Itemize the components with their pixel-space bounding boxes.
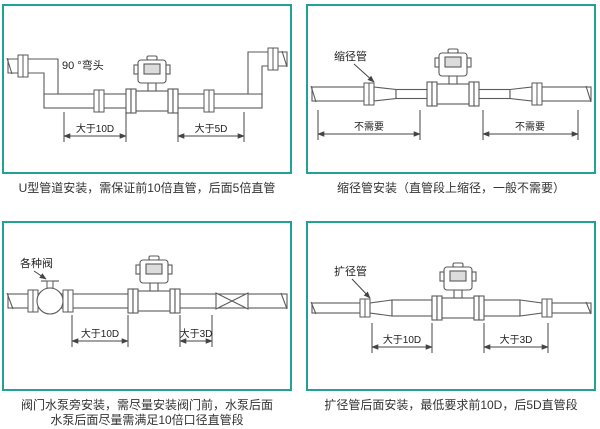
reducer-label: 缩径管 [334,49,367,63]
flange [536,82,543,106]
caption-valve: 阀门水泵旁安装，需尽量安装阀门前，水泵后面 水泵后面尽量需满足10倍口径直管段 [2,398,292,428]
flange [17,54,24,78]
expander-cone-right [519,299,543,317]
flange [364,298,371,318]
caption-reducer: 缩径管安装（直管段上缩径，一般不需要） [336,181,565,195]
quadrant-reducer: 缩径管 不需要 不需要 缩径管安装（直管段上缩径，一般不需要） [306,4,596,196]
flange [359,298,366,318]
pipe-break-right [585,85,592,103]
flange [368,82,375,106]
dim-upstream-text: 大于10D [383,333,421,346]
caption-u-type: U型管道安装，需保证前10倍直管，后面5倍直管 [18,181,276,195]
pipe-break-left [310,301,317,315]
flange [203,89,210,113]
caption-expander: 扩径管后面安装，最低要求前10D，后5D直管段 [324,398,578,412]
reducer-diagram: 缩径管 不需要 不需要 [310,48,592,140]
pipe-segment [477,88,511,100]
flange [98,89,105,113]
dim-downstream-text: 大于5D [195,122,228,135]
dimension-upstream: 不需要 [317,110,421,140]
pipe-segment [541,86,592,102]
pipe-segment [551,302,592,314]
flowmeter-icon [426,48,480,107]
quadrant-expander: 扩径管 大于10D 大于3D 扩径管后面安装，最低要求前10D，后5D直管段 [306,221,596,413]
flange [363,82,370,106]
dimension-downstream: 大于3D [483,323,549,353]
expander-diagram: 扩径管 大于10D 大于3D [310,262,592,353]
flange [267,47,274,71]
elbow-left [7,58,59,95]
valve-label: 各种阀 [20,256,53,270]
leader-arrow [33,270,47,280]
flange [208,89,215,113]
quadrant-u-type: 90 °弯头 大于10D 大于5D U型管道安装，需保证前10倍直管，后面5倍直… [2,4,292,196]
quadrant-valve: 各种阀 大于10D 大于3D 阀门水泵旁安装，需尽量安装阀门前，水泵后面 水泵后 [2,221,292,428]
flowmeter-icon [127,255,181,314]
leader-arrow [351,278,371,299]
flange [22,54,29,78]
butterfly-valve-icon [215,292,249,310]
pipe-run [6,47,288,113]
caption-valve-line1: 阀门水泵旁安装，需尽量安装阀门前，水泵后面 [20,398,273,412]
panel-valve: 各种阀 大于10D 大于3D [2,221,292,391]
pipe-break-left [6,292,14,310]
pipe-break-left [6,57,13,75]
ball-valve-icon [36,280,64,315]
flange [27,289,34,313]
flange [93,89,100,113]
dimension-upstream: 大于10D [63,112,127,142]
panel-reducer: 缩径管 不需要 不需要 [306,4,596,174]
pipe-break-right [281,50,288,68]
flowmeter-icon [125,55,179,114]
dimension-upstream: 大于10D [371,323,433,353]
elbow-label: 90 °弯头 [62,58,104,72]
valve-diagram: 各种阀 大于10D 大于3D [6,255,288,347]
dim-upstream-text: 不需要 [354,121,384,133]
pipe-run [310,82,592,106]
reducer-cone-left [373,86,397,102]
flange [546,298,553,318]
flange [67,289,74,313]
pipe-segment [311,302,361,314]
pipe-break-right [280,292,288,310]
pipe-segment [483,299,521,317]
dim-upstream-text: 大于10D [76,122,114,135]
pipe-segment [311,86,365,102]
dimension-downstream: 不需要 [482,110,579,140]
reducer-cone-right [509,86,533,102]
panel-expander: 扩径管 大于10D 大于3D [306,221,596,391]
flowmeter-icon [431,262,485,321]
caption-valve-line2: 水泵后面尽量需满足10倍口径直管段 [50,413,244,427]
dimension-downstream: 大于3D [179,315,213,347]
flange [541,298,548,318]
pipe-break-right [585,301,592,315]
expander-cone-left [369,299,393,317]
pipe-break-left [310,85,317,103]
leader-arrow [353,63,375,83]
dimension-upstream: 大于10D [71,315,129,347]
u-type-diagram: 90 °弯头 大于10D 大于5D [6,47,288,142]
pipe-segment [391,299,433,317]
dim-downstream-text: 大于3D [180,327,213,340]
dim-downstream-text: 不需要 [515,121,545,133]
pipe-segment [395,88,429,100]
dimension-downstream: 大于5D [177,112,245,142]
dim-upstream-text: 大于10D [81,327,119,340]
flange [531,82,538,106]
panel-u-type: 90 °弯头 大于10D 大于5D [2,4,292,174]
expander-label: 扩径管 [334,264,367,278]
dim-downstream-text: 大于3D [500,333,533,346]
flange [272,47,279,71]
flange [62,289,69,313]
pipe-run [310,298,592,318]
